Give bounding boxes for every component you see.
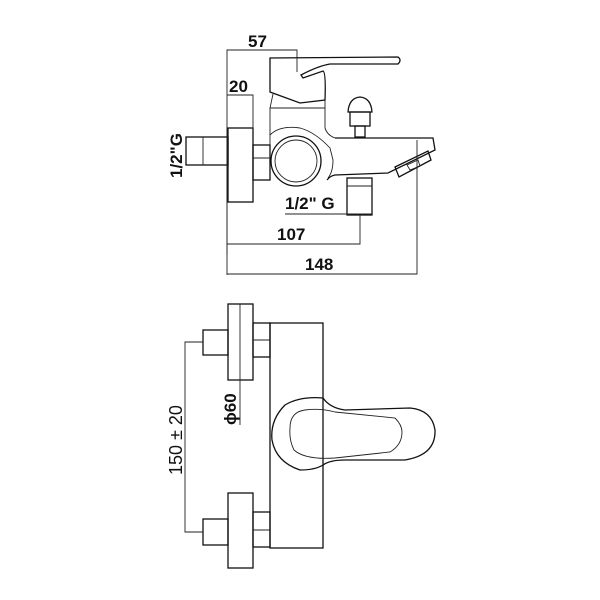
front-lever-inner: [289, 408, 403, 459]
lower-inlet-pipe: [202, 518, 229, 546]
upper-flange: [227, 303, 254, 381]
dim-20-label: 20: [229, 77, 248, 96]
drawing-line: [406, 159, 421, 171]
dim-57-label: 57: [248, 32, 267, 51]
dim-150-label: 150 ± 20: [166, 405, 186, 475]
body-circle: [270, 135, 322, 187]
drawing-line: [274, 139, 318, 183]
valve-body: [269, 108, 336, 150]
drawing-line: [227, 140, 418, 275]
outlet-thread-label: 1/2" G: [285, 194, 335, 213]
dim-107-label: 107: [277, 225, 305, 244]
inlet-pipe: [185, 136, 229, 166]
mixer-body: [269, 322, 324, 549]
front-view: 150 ± 20 ϕ60: [166, 303, 436, 569]
spout-body-curve: [269, 126, 334, 179]
outlet-pipe: [346, 177, 373, 216]
handle-neck: [269, 93, 326, 109]
lower-nut: [252, 511, 271, 548]
drawing-line: [354, 125, 366, 138]
spout: [326, 137, 436, 181]
drawing-line: [227, 94, 254, 128]
front-lever-outer: [271, 397, 436, 471]
upper-inlet-pipe: [202, 329, 229, 356]
drawing-line: [349, 111, 371, 127]
lever-handle: [269, 56, 401, 104]
top-view: 57 20 1/2"G 1/2" G 107 148: [167, 32, 436, 275]
drawing-line: [227, 215, 361, 245]
wall-flange: [227, 127, 254, 203]
drawing-line: [347, 96, 373, 113]
dim-148-label: 148: [305, 255, 333, 274]
dim-diameter-label: ϕ60: [221, 393, 240, 425]
center-distance-line: [184, 341, 203, 533]
inlet-thread-label: 1/2"G: [167, 133, 186, 178]
diverter-knob: [347, 96, 373, 138]
lower-flange: [227, 492, 254, 569]
inlet-nut: [252, 144, 271, 181]
dimension-lines: [226, 49, 418, 275]
